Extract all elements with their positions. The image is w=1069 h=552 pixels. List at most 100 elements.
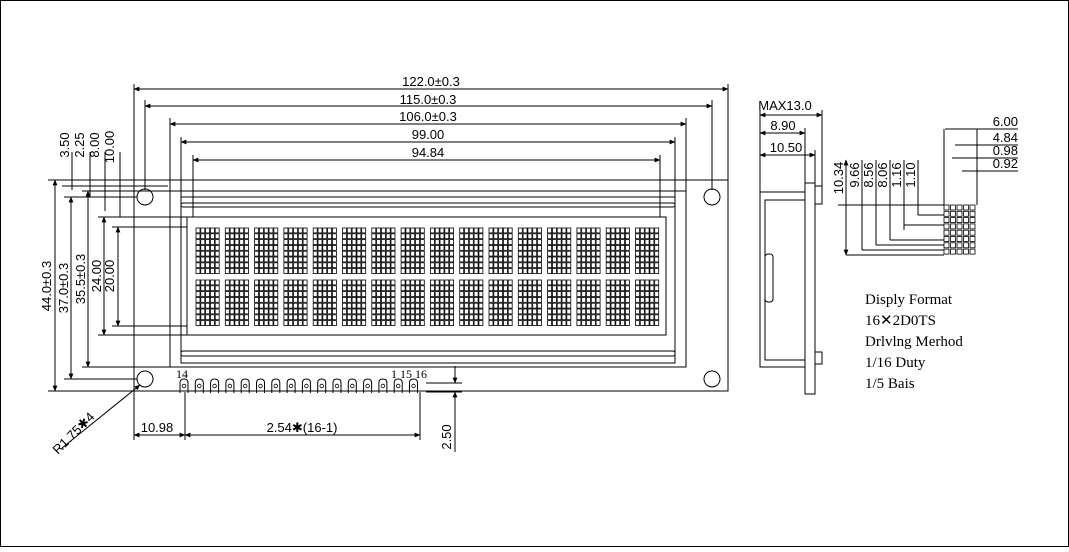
char-cell [605, 279, 630, 326]
detail-dot [956, 242, 963, 249]
detail-dot [969, 223, 976, 230]
dim-hole-pitch-height: 37.0±0.3 [56, 263, 71, 314]
side-view-labels: MAX13.0 8.90 10.50 [758, 98, 811, 155]
pin-label-15: 15 [400, 367, 412, 381]
pin-hole [273, 383, 278, 389]
detail-dot [969, 242, 976, 249]
detail-dot [963, 229, 969, 236]
note-display-format: Disply Format [865, 292, 953, 308]
note-duty: 1/16 Duty [865, 355, 926, 371]
connector-pins [179, 378, 418, 393]
dim-dot-size: 0.92 [993, 156, 1018, 171]
detail-dot [950, 229, 956, 236]
connector-pin [225, 378, 235, 393]
dim-module-thickness: 10.50 [770, 140, 803, 155]
char-cell [254, 279, 279, 326]
char-cell [342, 227, 367, 274]
dim-top-offset-1: 3.50 [57, 132, 72, 157]
char-cell [576, 227, 601, 274]
detail-dot [956, 236, 963, 242]
dim-dot-pitch-v: 1.16 [889, 162, 904, 187]
detail-dot [943, 210, 950, 217]
pin-hole [365, 383, 370, 389]
connector-pin [301, 378, 311, 393]
detail-dot [969, 217, 976, 224]
detail-dot [950, 210, 956, 217]
connector-pin [179, 378, 189, 393]
char-cell [547, 279, 572, 326]
char-cell [576, 279, 601, 326]
mount-hole-tr [703, 188, 721, 206]
dim-char-dot-width: 4.84 [993, 130, 1018, 145]
detail-dot [963, 204, 969, 211]
pin-label-1: 1 [391, 367, 397, 381]
dim-char-width: 6.00 [993, 114, 1018, 129]
char-cell [488, 279, 513, 326]
pin-hole [411, 383, 416, 389]
pin-hole [334, 383, 340, 389]
detail-dot [950, 236, 956, 242]
hole-radius-note: R1.75✱4 [50, 409, 98, 457]
detail-dot [963, 223, 969, 230]
char-cell [283, 279, 308, 326]
connector-pin [347, 378, 357, 393]
dim-active-width: 94.84 [412, 145, 445, 160]
dim-view-width: 99.00 [412, 127, 445, 142]
pcb-outline [133, 179, 729, 392]
char-cell [224, 227, 249, 274]
pin-hole [396, 383, 401, 389]
dot-detail [838, 128, 1018, 256]
pin-hole [242, 383, 248, 389]
char-cell [517, 279, 542, 326]
char-cell [459, 227, 484, 274]
pin-labels: 14 1 15 16 [176, 367, 427, 381]
connector-pin [286, 378, 296, 393]
pin-hole [350, 383, 355, 389]
top-slot [180, 202, 676, 208]
dim-top-offset-4: 10.00 [102, 131, 117, 164]
dim-char-height: 9.66 [847, 162, 862, 187]
connector-pin [363, 378, 373, 393]
connector-pin [378, 378, 388, 393]
detail-dot [950, 223, 956, 230]
detail-dot [950, 217, 956, 224]
connector-pin [240, 378, 250, 393]
pin-hole [380, 383, 386, 389]
dim-overall-height: 44.0±0.3 [39, 261, 54, 312]
detail-dot [963, 248, 969, 255]
dim-dot-pitch: 0.98 [993, 143, 1018, 158]
pin-hole [258, 383, 263, 389]
bottom-dimension-labels: 10.98 2.54✱(16-1) 2.50 R1.75✱4 [50, 409, 454, 457]
char-cell [400, 279, 425, 326]
connector-pin [256, 378, 265, 393]
detail-dot [956, 248, 963, 255]
char-cell [371, 227, 396, 274]
side-slot [764, 253, 774, 303]
pin-hole [288, 383, 294, 389]
char-cell [371, 279, 396, 326]
char-cell [517, 227, 542, 274]
left-dimension-labels: 44.0±0.3 37.0±0.3 35.5±0.3 24.00 20.00 3… [39, 131, 117, 314]
char-cell [224, 279, 249, 326]
char-cell [635, 279, 660, 326]
connector-pin [194, 378, 204, 393]
pin-hole [197, 383, 202, 389]
dim-pin-pitch: 2.54✱(16-1) [267, 420, 338, 435]
pin-label-16: 16 [415, 367, 427, 381]
side-frame [764, 199, 806, 361]
char-cell [312, 227, 337, 274]
detail-dot [956, 223, 963, 230]
detail-dot [950, 204, 956, 211]
dim-max-thickness: MAX13.0 [758, 98, 811, 113]
note-bias: 1/5 Bais [865, 376, 915, 392]
detail-dot [943, 248, 950, 255]
side-pcb [804, 182, 816, 395]
char-cell [459, 279, 484, 326]
detail-dot [969, 229, 976, 236]
detail-dot [943, 223, 950, 230]
detail-dot [950, 248, 956, 255]
detail-dot [943, 229, 950, 236]
char-cell [605, 227, 630, 274]
dim-active-height: 20.00 [102, 260, 117, 293]
side-glass [759, 191, 806, 368]
